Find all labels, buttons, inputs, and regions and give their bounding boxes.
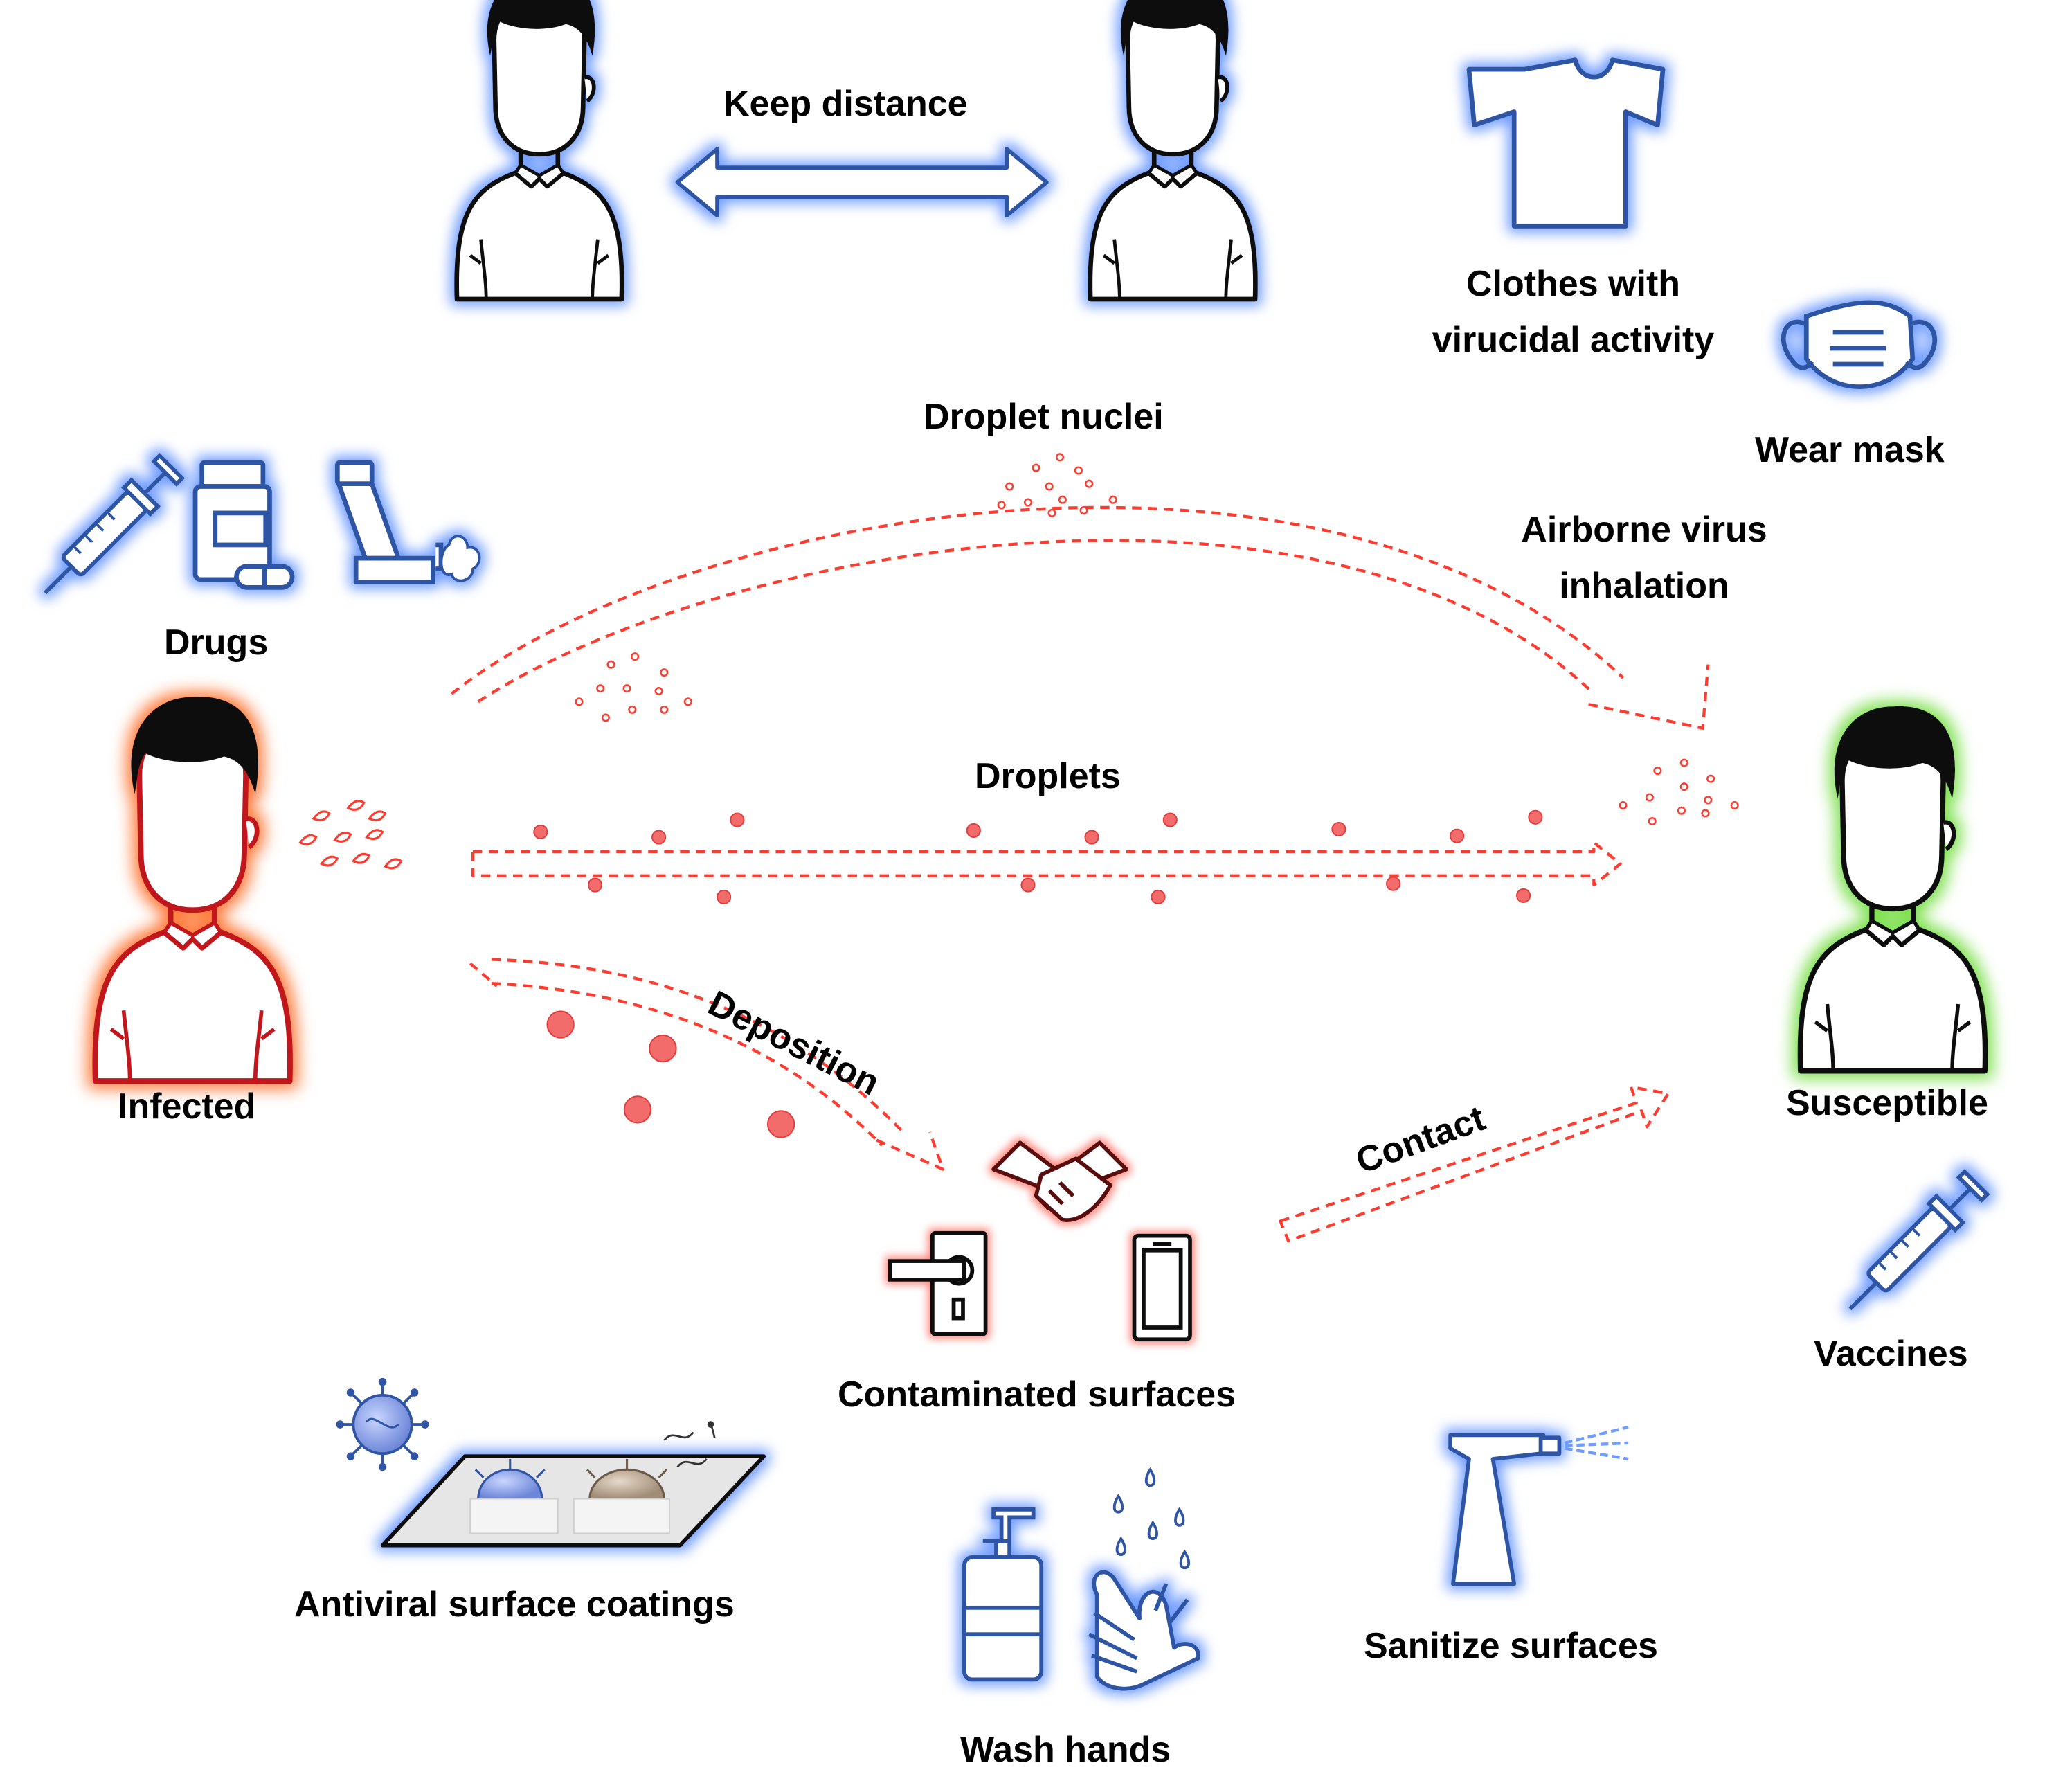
coated-surface-icon — [380, 1421, 766, 1548]
label-droplets: Droplets — [975, 756, 1121, 796]
double-arrow-icon — [675, 147, 1049, 218]
person-left-icon — [457, 0, 622, 299]
label-drugs: Drugs — [164, 623, 269, 663]
inhaler-icon — [334, 460, 481, 585]
exhaled-droplets — [298, 800, 403, 870]
deposition-arrow — [469, 958, 945, 1171]
label-wash-hands: Wash hands — [960, 1730, 1171, 1770]
label-sanitize: Sanitize surfaces — [1364, 1626, 1658, 1666]
syringe-icon — [32, 454, 184, 606]
droplet-nuclei-dots — [575, 453, 1739, 826]
contact-arrow — [1279, 1085, 1670, 1243]
label-infected: Infected — [118, 1086, 256, 1127]
droplet-dots — [533, 809, 1543, 904]
tshirt-icon — [1466, 57, 1666, 229]
label-droplet-nuclei: Droplet nuclei — [924, 397, 1164, 437]
spray-bottle-icon — [1448, 1425, 1629, 1586]
label-airborne: Airborne virus inhalation — [1521, 510, 1767, 606]
label-vaccines: Vaccines — [1814, 1334, 1968, 1374]
washing-hands-icon — [1088, 1570, 1200, 1691]
label-antiviral: Antiviral surface coatings — [294, 1584, 735, 1625]
virus-icon — [336, 1377, 429, 1471]
droplets-arrow — [471, 841, 1622, 887]
label-clothes: Clothes with virucidal activity — [1432, 264, 1715, 360]
water-drops — [1112, 1467, 1191, 1570]
infected-person-icon — [92, 697, 293, 1084]
label-wear-mask: Wear mask — [1755, 430, 1945, 470]
mask-icon — [1781, 300, 1938, 389]
susceptible-person-icon — [1800, 706, 1985, 1071]
handshake-icon — [991, 1140, 1128, 1222]
label-keep-distance: Keep distance — [723, 84, 968, 124]
pill-bottle-icon — [192, 460, 295, 590]
soap-dispenser-icon — [962, 1507, 1044, 1682]
label-contaminated: Contaminated surfaces — [838, 1375, 1236, 1415]
door-handle-icon — [888, 1230, 988, 1336]
label-susceptible: Susceptible — [1786, 1083, 1988, 1123]
deposition-dots — [546, 1010, 795, 1138]
person-right-icon — [1090, 0, 1256, 299]
phone-icon — [1132, 1233, 1192, 1342]
vaccine-syringe-icon — [1837, 1170, 1989, 1323]
airborne-arrow — [451, 505, 1710, 731]
